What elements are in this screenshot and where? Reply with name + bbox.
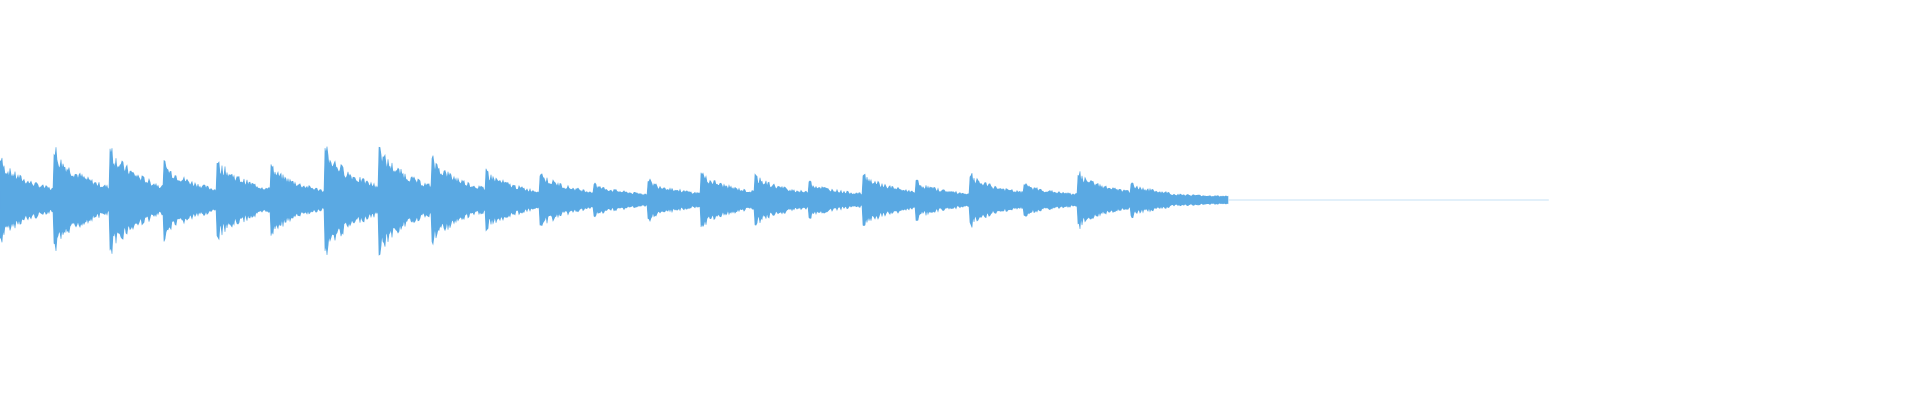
waveform-envelope	[0, 146, 1229, 256]
waveform-trace	[0, 146, 1549, 256]
